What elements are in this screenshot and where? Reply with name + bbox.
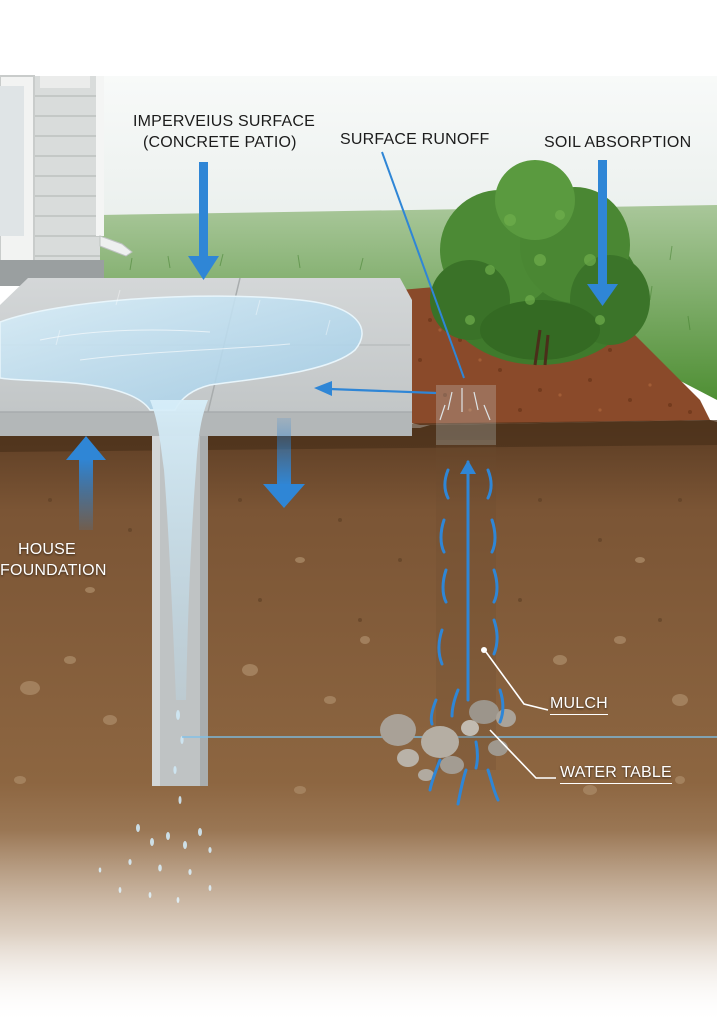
surface-runoff-label: SURFACE RUNOFF — [340, 131, 490, 148]
rain-streaks — [55, 289, 331, 346]
impervious-label-line1: IMPERVEIUS SURFACE — [133, 113, 316, 130]
mulch-leader — [485, 651, 549, 711]
surface-runoff-leader — [381, 151, 465, 379]
pooled-water — [0, 295, 363, 411]
house-label-line2: FOUNDATION — [0, 562, 107, 579]
top-margin — [0, 0, 717, 76]
water-table-leader — [489, 729, 556, 779]
splash-zone — [436, 385, 496, 445]
water-ripples — [39, 329, 291, 361]
soil-pebbles — [14, 557, 688, 795]
foundation-up-arrow — [66, 436, 106, 530]
soil-speckles — [48, 498, 682, 622]
runoff-toward-patio-arrow — [314, 381, 437, 396]
mulch-label: MULCH — [550, 694, 608, 715]
mulch-leader-dot — [481, 647, 487, 653]
waterfall — [150, 400, 208, 700]
impervious-down-arrow — [188, 162, 219, 280]
soil-absorption-arrow — [587, 160, 618, 306]
infiltration-arrows — [428, 460, 505, 806]
soil-absorption-label: SOIL ABSORPTION — [544, 134, 692, 151]
house-siding — [0, 75, 133, 286]
gravel-rocks — [380, 700, 516, 781]
shrub — [430, 160, 650, 366]
mulch-texture — [418, 318, 692, 414]
mulch-texture-light — [438, 328, 652, 412]
grass-blades — [129, 245, 691, 331]
bottom-fade — [0, 830, 717, 1024]
house-label-line1: HOUSE — [18, 541, 76, 558]
water-table-label: WATER TABLE — [560, 763, 672, 784]
seepage-down-arrow — [263, 418, 305, 508]
impervious-label-line2: (CONCRETE PATIO) — [143, 134, 297, 151]
